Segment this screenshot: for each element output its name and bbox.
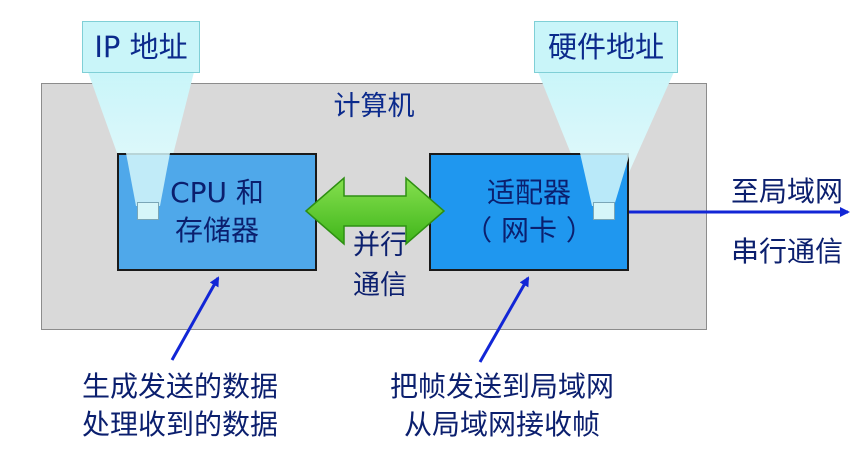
parallel-line2: 通信	[353, 270, 407, 301]
adapter-pointer-arrow	[478, 276, 530, 363]
adapter-note-line2: 从局域网接收帧	[403, 408, 600, 441]
cpu-line1: CPU 和	[170, 176, 264, 209]
parallel-line1: 并行	[353, 230, 407, 261]
cpu-note-line1: 生成发送的数据	[81, 370, 278, 403]
adapter-line2: （ 网卡 ）	[464, 214, 594, 247]
adapter-note-line1: 把帧发送到局域网	[389, 370, 614, 403]
computer-title: 计算机	[333, 91, 415, 122]
cpu-chip-icon	[137, 202, 159, 220]
to-lan-label: 至局域网	[730, 175, 843, 208]
hw-beam	[538, 72, 674, 206]
parallel-double-arrow	[304, 176, 446, 246]
adapter-box: 适配器 （ 网卡 ）	[429, 153, 629, 271]
adapter-chip-icon	[593, 202, 615, 220]
cpu-description: 生成发送的数据 处理收到的数据	[50, 368, 310, 444]
adapter-line1: 适配器	[486, 176, 571, 209]
ip-address-label: IP 地址	[82, 21, 200, 73]
ip-beam-over	[126, 153, 170, 206]
hw-beam-over	[580, 153, 630, 206]
serial-comm-label: 串行通信	[730, 235, 843, 268]
cpu-line2: 存储器	[174, 214, 259, 247]
adapter-description: 把帧发送到局域网 从局域网接收帧	[352, 368, 652, 444]
cpu-pointer-arrow	[170, 276, 220, 361]
hardware-address-label: 硬件地址	[534, 21, 678, 73]
parallel-comm-label: 并行 通信	[340, 226, 420, 306]
cpu-note-line2: 处理收到的数据	[81, 408, 278, 441]
